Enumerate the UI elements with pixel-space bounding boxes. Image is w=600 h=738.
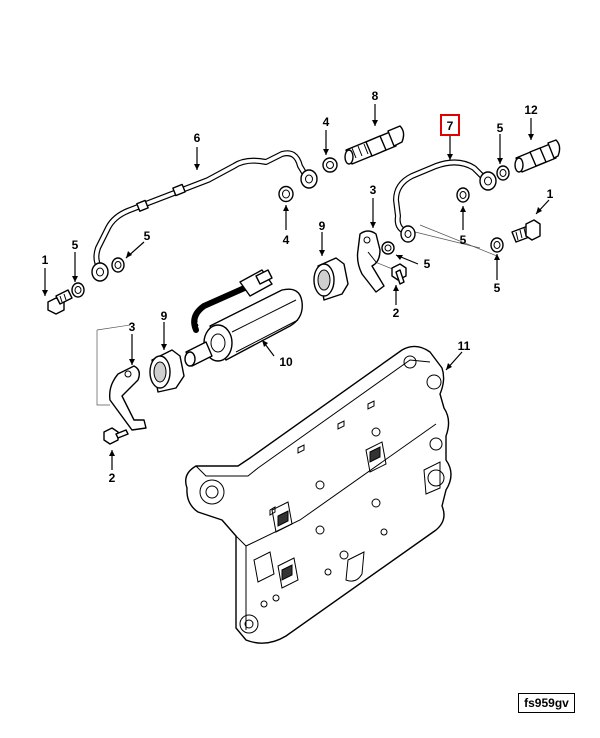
callout-labels: 6 4 8 7 5 12 3 1 4 9 5 5 5 1 5 5 2 3 9 1… (42, 89, 554, 485)
seal-ring-5-left1 (71, 282, 85, 298)
callout-4-mid: 4 (283, 233, 290, 247)
seal-ring-5-left2 (111, 257, 125, 273)
assembly-guide-lines (96, 224, 498, 406)
callout-3-right: 3 (370, 183, 377, 197)
fitting-part-8 (344, 125, 405, 165)
callout-5-bracket: 5 (424, 257, 431, 271)
callout-6: 6 (194, 131, 201, 145)
callout-9-right: 9 (319, 219, 326, 233)
fuel-tube-part-6 (91, 150, 318, 282)
callout-5-mid: 5 (460, 233, 467, 247)
bolt-part-2-right (391, 263, 407, 285)
callout-5-left1: 5 (72, 238, 79, 252)
bolt-part-2-left (103, 427, 129, 445)
leader-lines (42, 104, 550, 470)
fuel-tube-part-7 (393, 159, 497, 243)
bracket-part-3-left (108, 365, 147, 431)
callout-8: 8 (372, 89, 379, 103)
mounting-plate-part-11 (184, 345, 452, 644)
seal-rings (71, 157, 510, 298)
bolt-part-1-right (511, 219, 541, 243)
seal-ring-5-farright (490, 237, 504, 253)
seal-ring-4-top (322, 157, 338, 173)
bracket-part-3-right (356, 230, 385, 293)
callout-5-top: 5 (497, 121, 504, 135)
callout-11: 11 (458, 339, 471, 353)
callout-12: 12 (524, 103, 538, 117)
isolator-part-9-left (149, 349, 185, 393)
fuel-pump-part-10 (184, 269, 303, 367)
seal-ring-4-mid (278, 185, 294, 203)
callout-5-left2: 5 (144, 229, 151, 243)
isolator-part-9-right (313, 257, 349, 301)
callout-1-right: 1 (547, 187, 554, 201)
highlight-box-callout-7 (440, 114, 460, 136)
seal-ring-5-top (496, 165, 510, 181)
seal-ring-5-bracket (381, 241, 395, 255)
callout-10: 10 (279, 355, 293, 369)
callout-2-right: 2 (393, 306, 400, 320)
bolt-part-1-left (47, 289, 73, 315)
figure-id-label: fs959gv (518, 693, 575, 713)
callout-7[interactable]: 7 (447, 119, 454, 133)
seal-ring-5-mid (456, 187, 470, 203)
callout-4-top: 4 (323, 115, 330, 129)
callout-3-left: 3 (129, 320, 136, 334)
fitting-part-12 (514, 139, 561, 173)
callout-2-left: 2 (109, 471, 116, 485)
callout-5-farright: 5 (494, 281, 501, 295)
callout-1-left: 1 (42, 253, 49, 267)
callout-9-left: 9 (161, 309, 168, 323)
